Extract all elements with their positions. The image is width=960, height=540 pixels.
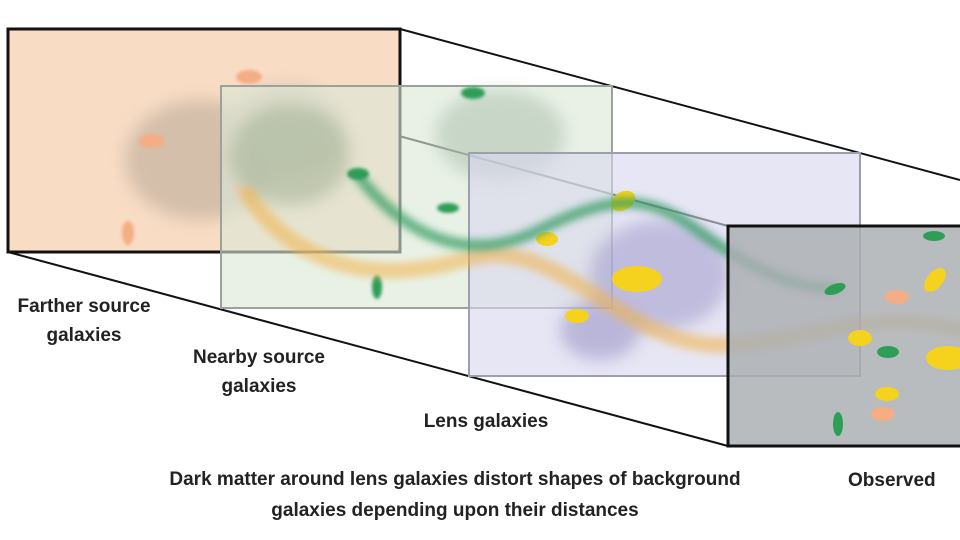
orange-galaxy [139,134,165,148]
green-galaxy [372,275,382,299]
yellow-galaxy-large [612,266,662,292]
green-galaxy [877,346,899,358]
observed-label: Observed [848,470,936,491]
yellow-galaxy [536,232,558,246]
yellow-galaxy-large [926,346,960,370]
observed-plane [726,224,960,448]
yellow-galaxy [875,387,899,401]
orange-galaxy [871,407,895,421]
orange-galaxy [885,290,909,304]
green-galaxy [833,412,843,436]
diagram-caption: Dark matter around lens galaxies distort… [169,469,741,521]
yellow-galaxy [924,268,946,292]
green-galaxy [461,87,485,99]
guide-line-bottom [7,251,729,447]
guide-line-top [399,28,960,181]
orange-galaxy [122,221,134,245]
green-galaxy [923,231,945,241]
yellow-galaxy [565,309,589,323]
green-galaxy [437,203,459,213]
lens-galaxies-label: Lens galaxies [423,411,549,432]
nearby-source-galaxies-label: Nearby source galaxies [192,347,325,397]
yellow-galaxy [848,330,872,346]
orange-galaxy [236,70,262,84]
green-galaxy [824,282,846,296]
farther-source-galaxies-label: Farther source galaxies [17,296,151,346]
